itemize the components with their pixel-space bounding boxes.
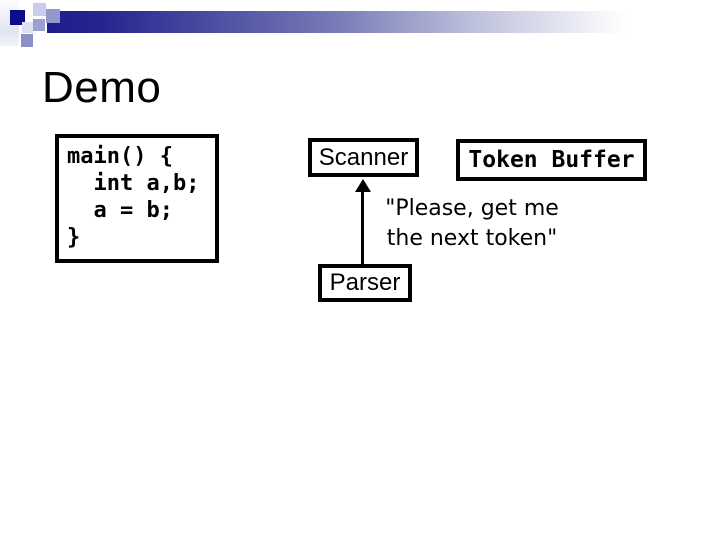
slide-title: Demo [42,63,162,112]
scanner-box: Scanner [308,138,419,177]
parser-box: Parser [318,264,412,302]
code-line: a = b; [67,198,173,223]
parser-label: Parser [329,269,401,296]
header-gradient-band [47,11,720,33]
parser-to-scanner-arrow [361,190,364,264]
mosaic-square [21,34,33,47]
quote-line-1: "Please, get me [385,196,559,221]
mosaic-square-navy [10,10,25,25]
code-line: main() { [67,144,173,169]
token-buffer-label: Token Buffer [468,147,635,173]
quote-line-2: the next token" [386,226,558,251]
code-line: int a,b; [67,171,200,196]
mosaic-square [33,3,46,16]
mosaic-square [33,19,45,31]
source-code-box: main() { int a,b; a = b; } [55,134,219,263]
mosaic-square [46,9,60,23]
arrow-up-head [355,179,371,192]
code-line: } [67,225,81,250]
request-quote-text: "Please, get me the next token" [372,194,572,254]
token-buffer-box: Token Buffer [456,139,647,181]
mosaic-square [22,22,33,33]
scanner-label: Scanner [318,143,409,171]
